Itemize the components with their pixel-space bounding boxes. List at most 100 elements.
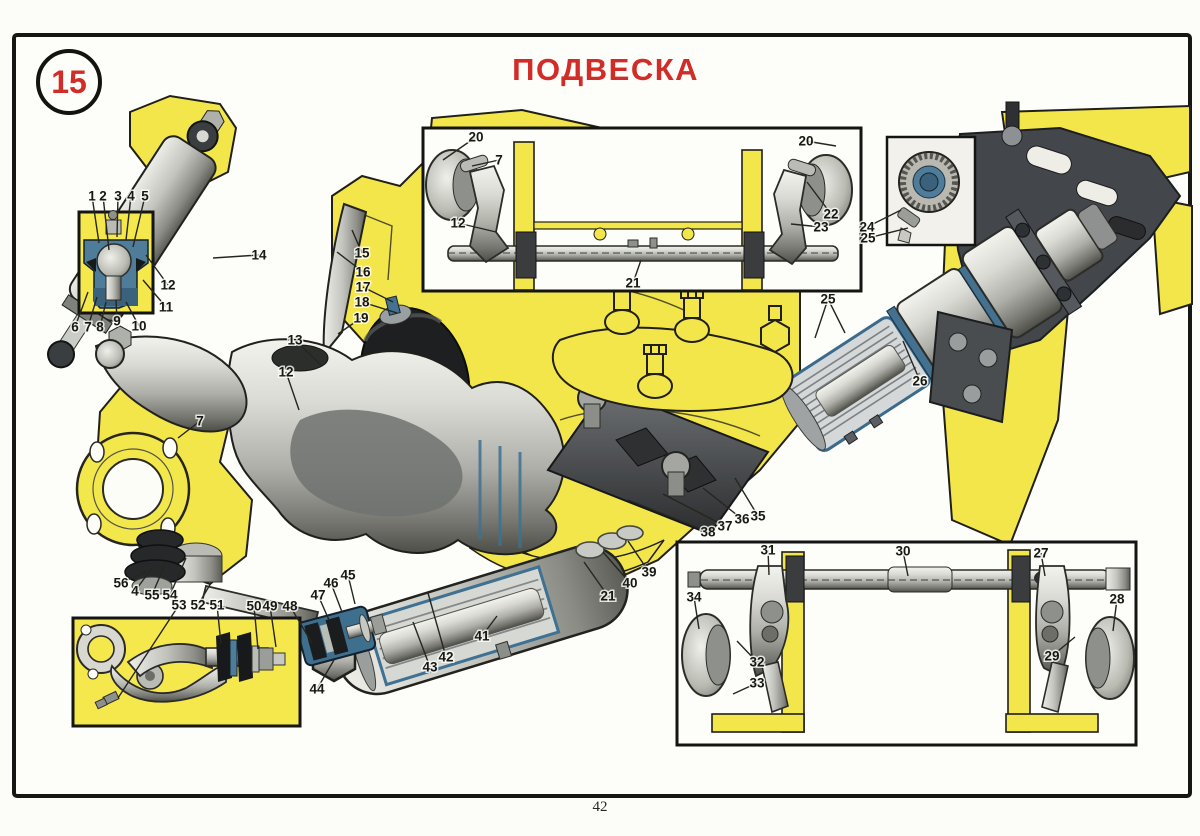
leader-line <box>471 159 500 167</box>
part-callout: 12 <box>160 278 175 293</box>
part-callout: 40 <box>622 576 637 591</box>
grease-fitting <box>94 690 120 710</box>
spring-washers <box>575 525 644 559</box>
part-callout: 47 <box>310 588 325 603</box>
leader-line <box>125 195 132 241</box>
part-callout: 28 <box>1109 592 1125 607</box>
steering-shaft-assembly <box>779 203 1118 452</box>
leader-line <box>412 621 431 668</box>
leader-line <box>289 605 313 644</box>
leader-line <box>351 229 363 254</box>
leader-line <box>790 223 822 228</box>
steering-cylinder <box>334 544 629 696</box>
part-callout: 49 <box>262 599 277 614</box>
part-callout: 55 <box>144 588 160 603</box>
leader-line <box>662 493 726 527</box>
part-callout: 46 <box>323 576 339 591</box>
leader-line <box>134 567 153 592</box>
part-callout: 13 <box>287 333 303 348</box>
part-callout: 50 <box>246 599 261 614</box>
right-hub <box>768 154 853 266</box>
leader-line <box>87 296 98 328</box>
leader-line <box>1112 598 1118 632</box>
part-callout: 21 <box>600 589 616 604</box>
part-callout: 41 <box>474 629 490 644</box>
part-callout: 43 <box>422 660 438 675</box>
leader-line <box>115 299 118 322</box>
leader-line <box>132 195 146 248</box>
part-callout: 6 <box>71 320 79 335</box>
u-bolt-plate <box>515 231 537 279</box>
inset-knuckle-arm <box>71 616 302 728</box>
page-number: 42 <box>592 799 608 815</box>
part-callout: 7 <box>495 153 503 168</box>
left-knuckle <box>749 565 790 714</box>
shock-lever-arm <box>322 202 368 357</box>
leader-line <box>285 371 300 411</box>
part-callout: 53 <box>171 598 187 613</box>
part-callout: 44 <box>309 682 325 697</box>
part-callout: 23 <box>813 220 829 235</box>
part-callout: 9 <box>113 314 121 329</box>
part-callout: 4 <box>127 189 135 204</box>
part-callout: 26 <box>912 374 928 389</box>
part-callout: 27 <box>1033 546 1048 561</box>
leader-line <box>902 340 921 382</box>
leader-line <box>177 420 201 439</box>
leader-line <box>1051 636 1076 657</box>
leader-line <box>362 286 394 303</box>
leader-line <box>336 251 364 273</box>
part-callout: 7 <box>84 320 92 335</box>
leader-line <box>120 570 148 584</box>
part-callout: 31 <box>760 543 776 558</box>
leader-line <box>602 551 631 584</box>
part-callout: 30 <box>895 544 910 559</box>
part-callout: 24 <box>859 220 875 235</box>
leader-line <box>827 298 846 334</box>
leader-line <box>145 254 169 286</box>
leader-line <box>316 659 335 690</box>
shock-link <box>761 661 789 714</box>
part-callout: 17 <box>355 280 370 295</box>
part-callout: 36 <box>734 512 750 527</box>
callout-lines <box>74 136 1118 699</box>
housing-cut-lines <box>478 440 522 548</box>
leader-line <box>294 339 323 367</box>
leader-line <box>867 227 909 239</box>
leader-line <box>116 195 119 238</box>
steering-linkage-yellow <box>551 280 794 412</box>
ball-pin <box>96 243 132 279</box>
leader-line <box>902 550 909 577</box>
part-callout: 39 <box>641 565 656 580</box>
leader-line <box>736 640 758 663</box>
steering-gear-housing <box>226 338 566 556</box>
leader-line <box>99 301 107 328</box>
part-callout: 48 <box>282 599 298 614</box>
figure-number-badge: 15 <box>36 49 102 115</box>
page-title: ПОДВЕСКА <box>512 52 700 87</box>
leader-line <box>627 499 709 533</box>
clamp-screw <box>843 430 859 445</box>
right-brake-drum <box>1085 616 1135 700</box>
part-callout: 22 <box>823 207 838 222</box>
leader-line <box>197 582 212 606</box>
leader-line <box>216 604 222 645</box>
leader-line <box>632 259 642 284</box>
part-callout: 2 <box>99 189 107 204</box>
part-callout: 5 <box>141 189 149 204</box>
part-callout: 4 <box>131 584 139 599</box>
part-callout: 16 <box>355 265 371 280</box>
leader-line <box>767 549 770 576</box>
drain-bolt <box>495 640 513 660</box>
part-callout: 25 <box>820 292 836 307</box>
rubber-boot <box>124 529 186 585</box>
part-callout: 10 <box>131 319 146 334</box>
brake-flange-left <box>75 431 191 547</box>
figure-number: 15 <box>51 63 87 100</box>
leader-line <box>693 596 700 630</box>
leader-line <box>732 682 758 695</box>
part-callout: 1 <box>88 189 96 204</box>
part-callout: 56 <box>113 576 129 591</box>
leader-line <box>74 291 89 328</box>
leader-line <box>814 298 829 339</box>
